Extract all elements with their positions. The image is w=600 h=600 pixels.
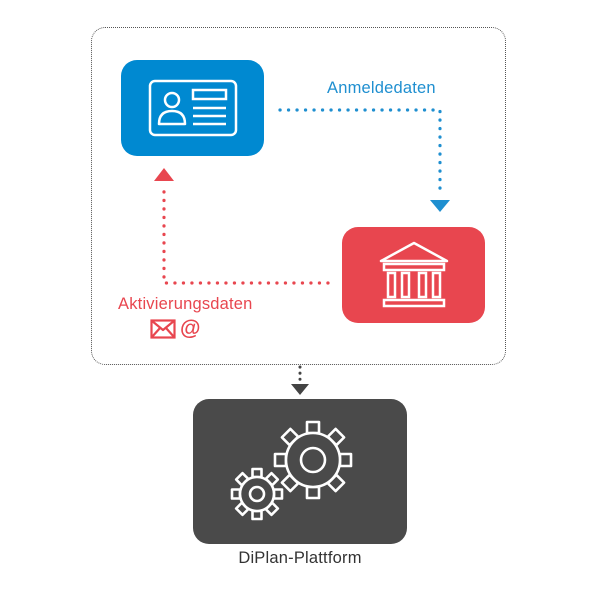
- contact-channels: @: [150, 318, 200, 339]
- large-gear-icon: [273, 420, 353, 499]
- platform-tile: [193, 399, 407, 544]
- bank-building-icon: [379, 241, 448, 308]
- system-boundary: [91, 27, 506, 365]
- activation-flow-label: Aktivierungsdaten: [118, 295, 253, 313]
- envelope-icon: [150, 318, 176, 339]
- authority-tile: [342, 227, 485, 323]
- gears-icon: [230, 420, 353, 520]
- credentials-flow-label: Anmeldedaten: [327, 79, 436, 97]
- activation-flow-arrowhead: [154, 168, 174, 181]
- small-gear-icon: [230, 467, 284, 520]
- identity-tile: [121, 60, 264, 156]
- credentials-flow-arrowhead: [430, 200, 450, 212]
- platform-flow-arrowhead: [291, 384, 309, 395]
- id-card-icon: [148, 79, 237, 137]
- activation-flow-line: [162, 184, 330, 285]
- credentials-flow-line: [278, 108, 442, 198]
- platform-label: DiPlan-Plattform: [238, 549, 362, 567]
- at-icon: @: [180, 317, 201, 340]
